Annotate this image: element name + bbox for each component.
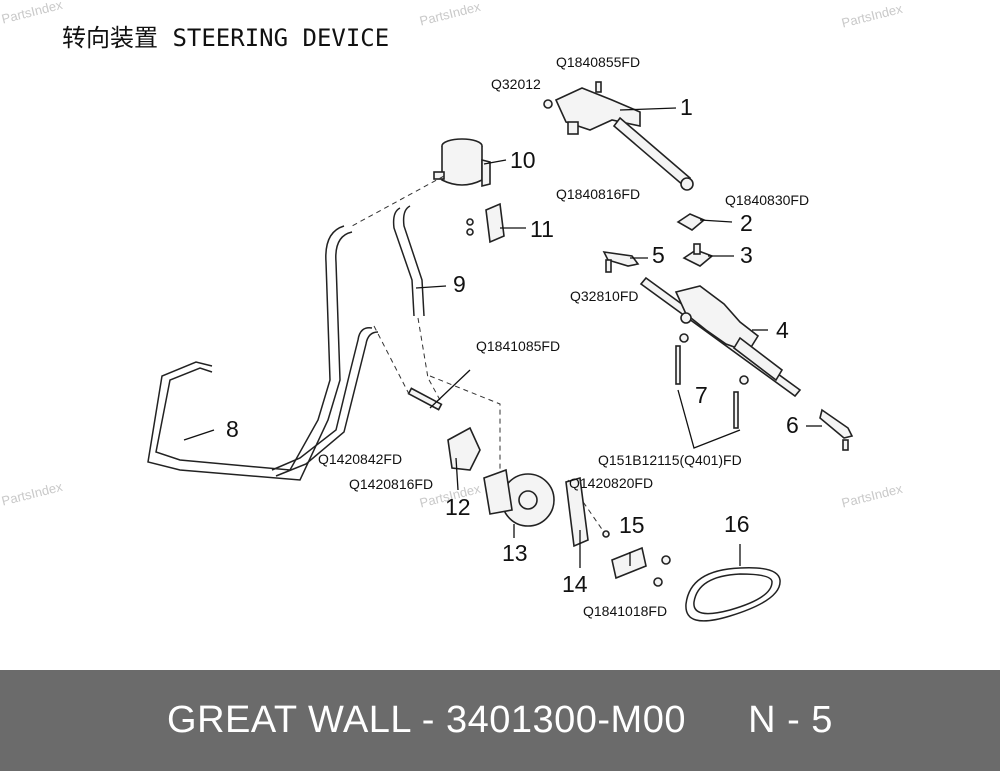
steering-column — [543, 81, 694, 191]
footer-brand: GREAT WALL — [167, 699, 411, 741]
code-label: Q1840816FD — [556, 186, 641, 202]
power-steering-pump — [447, 426, 555, 527]
code-label: Q1420816FD — [349, 476, 434, 492]
callout-10: 10 — [510, 147, 536, 173]
code-label: Q32012 — [491, 76, 541, 92]
callout-4: 4 — [776, 317, 789, 343]
callout-15: 15 — [619, 512, 645, 538]
callout-3: 3 — [740, 242, 753, 268]
code-label: Q151B12115(Q401)FD — [598, 452, 742, 468]
code-label: Q1420842FD — [318, 451, 403, 467]
hoses — [147, 205, 443, 481]
page-title: 转向装置 STEERING DEVICE — [62, 24, 390, 52]
reservoir-bracket — [466, 202, 505, 244]
code-label: Q1840830FD — [725, 192, 810, 208]
callout-13: 13 — [502, 540, 528, 566]
callout-8: 8 — [226, 416, 239, 442]
drive-belt — [685, 567, 781, 622]
rack-bolts — [675, 345, 739, 429]
footer-bar: GREAT WALL - 3401300-M00 N - 5 — [0, 670, 1000, 771]
callout-5: 5 — [652, 242, 665, 268]
callout-2: 2 — [740, 210, 753, 236]
dust-seal-plates — [676, 213, 714, 267]
callout-1: 1 — [680, 94, 693, 120]
callout-14: 14 — [562, 571, 588, 597]
pump-brackets — [565, 476, 671, 587]
footer-part-number: 3401300-M00 — [445, 699, 686, 741]
callout-9: 9 — [453, 271, 466, 297]
footer-text: GREAT WALL - 3401300-M00 N - 5 — [0, 670, 1000, 771]
steering-rack — [639, 276, 802, 398]
callout-6: 6 — [786, 412, 799, 438]
callout-11: 11 — [530, 216, 554, 242]
code-label: Q1841085FD — [476, 338, 561, 354]
callout-16: 16 — [724, 511, 750, 537]
callout-12: 12 — [445, 494, 471, 520]
footer-separator: - — [421, 699, 435, 741]
code-label: Q32810FD — [570, 288, 639, 304]
tie-rod-ends — [602, 250, 854, 451]
callout-7: 7 — [695, 382, 708, 408]
code-label: Q1841018FD — [583, 603, 668, 619]
reservoir — [433, 138, 491, 188]
code-label: Q1420820FD — [569, 475, 654, 491]
footer-page: N - 5 — [748, 699, 833, 741]
steering-diagram — [147, 81, 854, 622]
leader-lines — [183, 107, 822, 568]
code-label: Q1840855FD — [556, 54, 641, 70]
